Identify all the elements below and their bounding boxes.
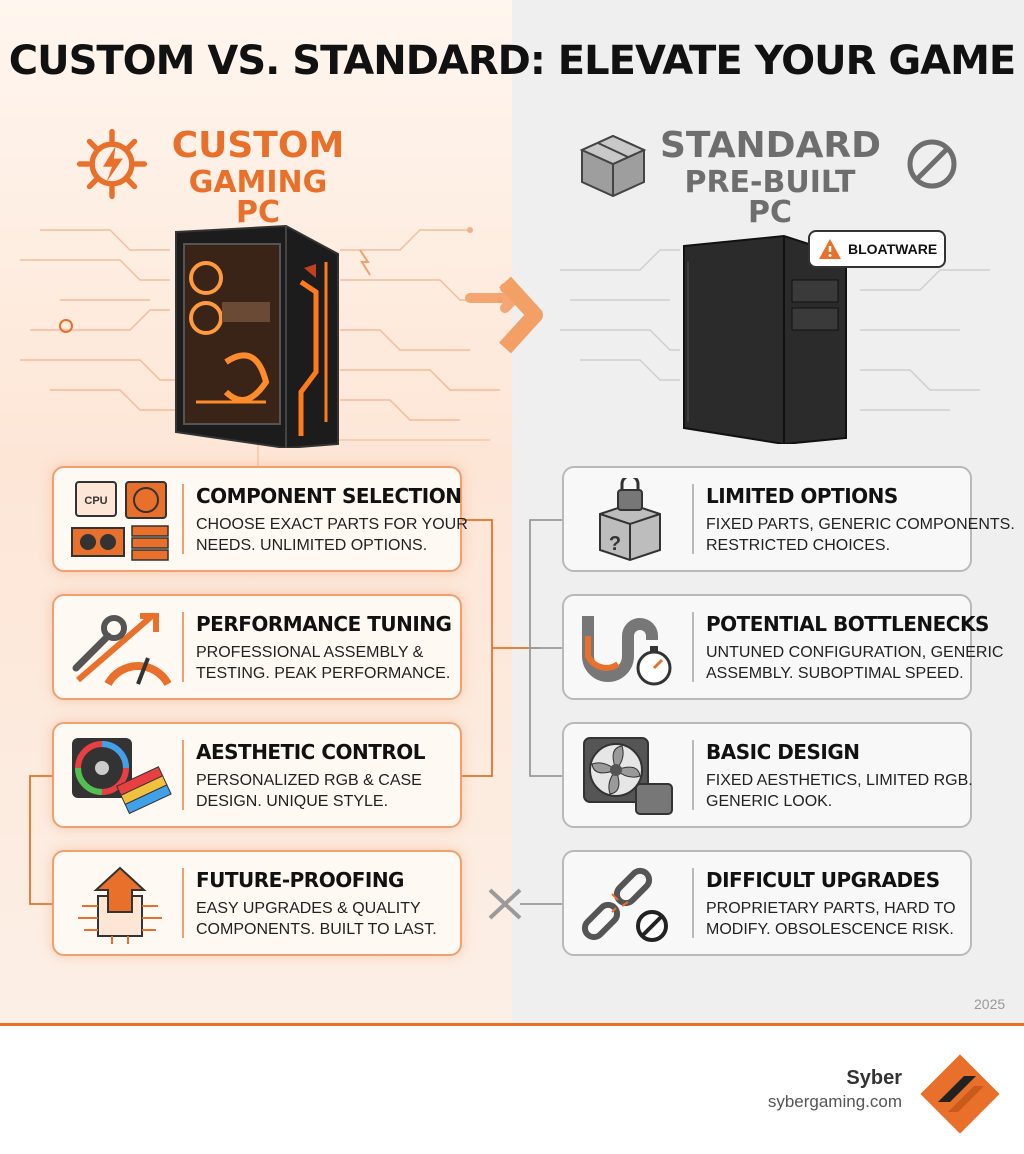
standard-card-potential-bottlenecks: POTENTIAL BOTTLENECKS UNTUNED CONFIGURAT… <box>562 594 1004 700</box>
card-divider <box>182 868 184 938</box>
blocked-x-icon <box>488 888 522 920</box>
card-description-line1: FIXED AESTHETICS, LIMITED RGB. <box>706 772 973 789</box>
card-divider <box>692 612 694 682</box>
card-description-line2: MODIFY. OBSOLESCENCE RISK. <box>706 921 954 938</box>
basic-fan-icon <box>583 737 673 815</box>
card-description-line1: PERSONALIZED RGB & CASE <box>196 772 422 789</box>
page-title: CUSTOM VS. STANDARD: ELEVATE YOUR GAME <box>8 38 1017 84</box>
card-description-line1: CHOOSE EXACT PARTS FOR YOUR <box>196 516 468 533</box>
standard-heading-line1: STANDARD <box>660 125 882 166</box>
card-description-line2: NEEDS. UNLIMITED OPTIONS. <box>196 537 428 554</box>
card-description: FIXED AESTHETICS, LIMITED RGB. GENERIC L… <box>706 770 973 812</box>
card-description: UNTUNED CONFIGURATION, GENERIC ASSEMBLY.… <box>706 642 1004 684</box>
card-divider <box>692 484 694 554</box>
card-description-line1: PROPRIETARY PARTS, HARD TO <box>706 900 956 917</box>
card-title: PERFORMANCE TUNING <box>196 612 452 636</box>
syber-logo-icon <box>920 1054 1000 1134</box>
card-divider <box>692 868 694 938</box>
card-description-line1: PROFESSIONAL ASSEMBLY & <box>196 644 424 661</box>
warning-icon <box>819 239 841 259</box>
card-description-line1: UNTUNED CONFIGURATION, GENERIC <box>706 644 1004 661</box>
brand-url[interactable]: sybergaming.com <box>767 1092 902 1111</box>
standard-card-basic-design: BASIC DESIGN FIXED AESTHETICS, LIMITED R… <box>562 722 973 828</box>
card-title: FUTURE-PROOFING <box>196 868 404 892</box>
card-title: BASIC DESIGN <box>706 740 860 764</box>
custom-heading-line2: GAMING PC <box>188 165 328 230</box>
locked-box-icon: ? <box>599 478 661 562</box>
upgrade-arrow-chip-icon <box>78 866 162 944</box>
custom-card-component-selection: CPU COMPONENT SELECTION CHOOSE EXACT PAR… <box>52 466 468 572</box>
card-divider <box>182 612 184 682</box>
card-description: PERSONALIZED RGB & CASE DESIGN. UNIQUE S… <box>196 770 452 812</box>
custom-card-aesthetic-control: AESTHETIC CONTROL PERSONALIZED RGB & CAS… <box>52 722 462 828</box>
brand-name: Syber <box>846 1067 902 1089</box>
card-description-line2: TESTING. PEAK PERFORMANCE. <box>196 665 451 682</box>
footer-divider <box>0 1023 1024 1026</box>
custom-heading: CUSTOM GAMING PC <box>168 128 348 228</box>
card-title: LIMITED OPTIONS <box>706 484 898 508</box>
standard-pc-case-illustration <box>683 234 847 444</box>
card-description-line2: COMPONENTS. BUILT TO LAST. <box>196 921 437 938</box>
bloatware-label: BLOATWARE <box>848 241 938 257</box>
card-description-line1: EASY UPGRADES & QUALITY <box>196 900 421 917</box>
card-description: EASY UPGRADES & QUALITY COMPONENTS. BUIL… <box>196 898 452 940</box>
custom-card-future-proofing: FUTURE-PROOFING EASY UPGRADES & QUALITY … <box>52 850 462 956</box>
card-title: AESTHETIC CONTROL <box>196 740 426 764</box>
card-divider <box>182 484 184 554</box>
card-description-line2: ASSEMBLY. SUBOPTIMAL SPEED. <box>706 665 964 682</box>
card-description: PROFESSIONAL ASSEMBLY & TESTING. PEAK PE… <box>196 642 452 684</box>
standard-card-difficult-upgrades: DIFFICULT UPGRADES PROPRIETARY PARTS, HA… <box>562 850 972 956</box>
cpu-chip-label: CPU <box>84 495 107 507</box>
card-description: PROPRIETARY PARTS, HARD TO MODIFY. OBSOL… <box>706 898 962 940</box>
bloatware-badge: BLOATWARE <box>808 230 946 268</box>
circuit-lines <box>20 227 990 920</box>
pipe-stopwatch-icon <box>582 616 672 686</box>
card-divider <box>182 740 184 810</box>
card-divider <box>692 740 694 810</box>
year-label: 2025 <box>974 996 1006 1012</box>
card-title: COMPONENT SELECTION <box>196 484 462 508</box>
card-description-line2: DESIGN. UNIQUE STYLE. <box>196 793 389 810</box>
custom-heading-line1: CUSTOM <box>171 125 345 166</box>
card-description: FIXED PARTS, GENERIC COMPONENTS. RESTRIC… <box>706 514 1015 556</box>
standard-heading-line2: PRE-BUILT PC <box>684 165 856 230</box>
card-description-line1: FIXED PARTS, GENERIC COMPONENTS. <box>706 516 1015 533</box>
svg-text:?: ? <box>609 533 621 555</box>
standard-heading: STANDARD PRE-BUILT PC <box>660 125 882 230</box>
box-icon <box>579 134 647 198</box>
rgb-fan-palette-icon <box>72 738 172 815</box>
standard-card-limited-options: ? LIMITED OPTIONS FIXED PARTS, GENERIC C… <box>562 466 1015 572</box>
wrench-gauge-icon <box>72 613 172 687</box>
card-title: POTENTIAL BOTTLENECKS <box>706 612 989 636</box>
card-description-line2: GENERIC LOOK. <box>706 793 833 810</box>
broken-chain-icon <box>581 867 668 942</box>
card-title: DIFFICULT UPGRADES <box>706 868 940 892</box>
components-icon: CPU <box>71 481 169 561</box>
custom-card-performance-tuning: PERFORMANCE TUNING PROFESSIONAL ASSEMBLY… <box>52 594 462 700</box>
card-description-line2: RESTRICTED CHOICES. <box>706 537 891 554</box>
card-description: CHOOSE EXACT PARTS FOR YOUR NEEDS. UNLIM… <box>196 514 468 556</box>
custom-pc-case-illustration <box>175 224 339 448</box>
gear-lightning-icon <box>76 128 148 200</box>
prohibited-icon <box>907 139 957 189</box>
